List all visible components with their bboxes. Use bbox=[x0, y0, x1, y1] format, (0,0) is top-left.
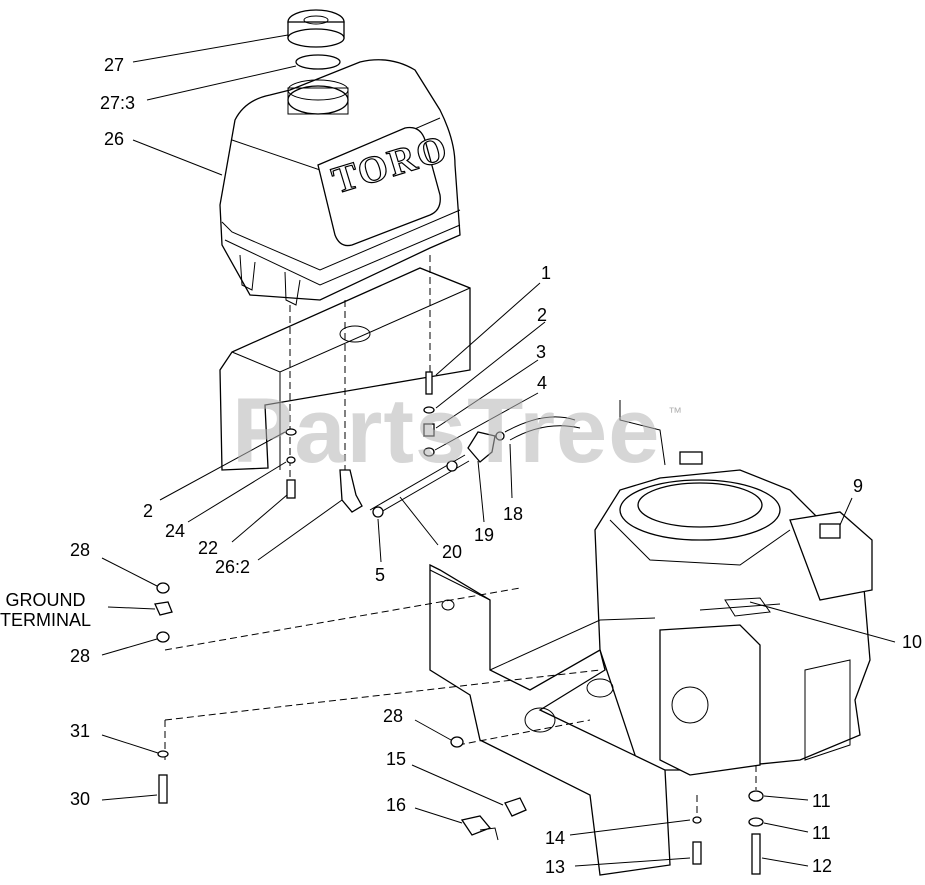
callout-10: 10 bbox=[902, 632, 923, 652]
callout-22: 22 bbox=[198, 538, 219, 558]
callout-13: 13 bbox=[545, 857, 566, 877]
nut-28-frame bbox=[450, 736, 464, 748]
ground-terminal bbox=[154, 601, 173, 616]
washer-11 bbox=[748, 817, 764, 827]
callout-15: 15 bbox=[386, 749, 407, 769]
watermark-trademark: ™ bbox=[668, 404, 682, 420]
nut-28-lower bbox=[156, 631, 170, 643]
fitting-16 bbox=[460, 815, 492, 836]
fuel-shutoff-valve bbox=[467, 431, 496, 463]
engine bbox=[594, 400, 873, 776]
callout-2: 2 bbox=[537, 305, 548, 325]
callout-11-lower: 11 bbox=[812, 823, 831, 843]
callout-26: 26 bbox=[104, 129, 125, 149]
nut-11 bbox=[748, 790, 764, 802]
callout-20: 20 bbox=[442, 542, 463, 562]
fitting-15 bbox=[504, 797, 527, 817]
callout-ground-terminal: GROUND TERMINAL bbox=[0, 590, 92, 630]
lockwasher bbox=[286, 456, 296, 464]
washer-lower bbox=[285, 428, 297, 436]
washer bbox=[423, 406, 435, 414]
fuel-cap bbox=[287, 9, 345, 48]
callout-2-lower: 2 bbox=[143, 501, 154, 521]
callout-24: 24 bbox=[165, 521, 186, 541]
callout-12: 12 bbox=[812, 856, 833, 876]
callout-27-3: 27:3 bbox=[100, 93, 136, 113]
leader-lines bbox=[101, 34, 896, 867]
fuel-tank bbox=[219, 59, 461, 306]
callout-30: 30 bbox=[70, 789, 91, 809]
callout-28-frame: 28 bbox=[383, 706, 404, 726]
bolt bbox=[286, 479, 296, 499]
bolt-12 bbox=[751, 833, 761, 875]
frame bbox=[429, 563, 851, 876]
bolt-30 bbox=[158, 774, 168, 804]
nut bbox=[423, 447, 435, 457]
fuel-hose-upper bbox=[504, 416, 581, 441]
cap-gasket bbox=[295, 54, 341, 70]
stud bbox=[425, 371, 433, 395]
callout-18: 18 bbox=[503, 504, 524, 524]
callout-14: 14 bbox=[545, 828, 566, 848]
callout-19: 19 bbox=[474, 525, 495, 545]
callout-4: 4 bbox=[537, 373, 548, 393]
callout-11-top: 11 bbox=[812, 791, 831, 811]
callout-26-2: 26:2 bbox=[215, 557, 251, 577]
washer-31 bbox=[157, 750, 169, 758]
callout-5: 5 bbox=[375, 565, 386, 585]
callout-28-mid: 28 bbox=[70, 646, 91, 666]
callout-31: 31 bbox=[70, 721, 91, 741]
watermark: PartsTree bbox=[232, 380, 661, 482]
washer-14 bbox=[692, 816, 702, 824]
spring bbox=[423, 423, 435, 437]
callout-3: 3 bbox=[536, 342, 547, 362]
callout-16: 16 bbox=[386, 795, 407, 815]
callout-28-top: 28 bbox=[70, 540, 91, 560]
callout-9: 9 bbox=[853, 476, 864, 496]
callout-27: 27 bbox=[104, 55, 125, 75]
callout-1: 1 bbox=[541, 263, 552, 283]
bolt-13 bbox=[692, 841, 702, 865]
nut-28-top bbox=[156, 582, 170, 594]
